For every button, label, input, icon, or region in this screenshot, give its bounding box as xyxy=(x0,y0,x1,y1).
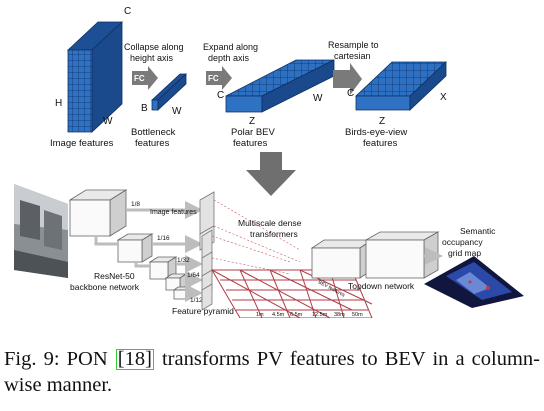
multiscale-label-2: transformers xyxy=(250,229,298,239)
polar-bev-label-2: features xyxy=(233,138,268,149)
citation-open: [ xyxy=(117,348,125,370)
depth-tick-50m: 50m xyxy=(352,312,363,318)
feature-pyramid-label: Feature pyramid xyxy=(172,306,234,316)
scale-1-8: 1/8 xyxy=(131,201,140,208)
figure-caption: Fig. 9: PON [18] transforms PV features … xyxy=(4,346,540,398)
step-resample-label-1: Resample to xyxy=(328,40,379,50)
step-expand-label-2: depth axis xyxy=(208,53,250,63)
axis-c-label: C xyxy=(124,6,131,17)
input-image-label: Input image xyxy=(38,286,69,318)
fc-arrow-1: FC xyxy=(132,66,158,90)
scale-1-64: 1/64 xyxy=(187,272,200,279)
depth-tick-6-5m: 6.5m xyxy=(290,312,303,318)
topdown-label: Topdown network xyxy=(348,281,415,291)
depth-tick-1m: 1m xyxy=(256,312,264,318)
axis-c2-label: C xyxy=(217,90,224,101)
citation-link[interactable]: [18] xyxy=(115,348,154,370)
topdown-blocks xyxy=(310,231,440,279)
axis-w3-label: W xyxy=(313,93,323,104)
axis-x-label: X xyxy=(440,92,447,103)
step-expand-label-1: Expand along xyxy=(203,42,258,52)
axis-z2-label: Z xyxy=(379,116,385,127)
citation-close: ] xyxy=(145,348,152,370)
scale-arrows xyxy=(94,201,203,302)
depth-tick-4-5m: 4.5m xyxy=(272,312,285,318)
transformer-panels xyxy=(199,191,215,311)
depth-ticks: 1m 4.5m 6.5m 12.5m 38m 50m xyxy=(256,312,363,318)
output-label-1: Semantic xyxy=(460,226,496,236)
axis-w-label: W xyxy=(103,116,113,127)
output-label-2: occupancy xyxy=(442,237,483,247)
step-collapse-label-2: height axis xyxy=(130,53,174,63)
backbone-label-1: ResNet-50 xyxy=(94,271,135,281)
input-image xyxy=(14,184,68,278)
image-features-label: Image features xyxy=(50,138,114,149)
pon-diagram: H W C Image features Collapse along heig… xyxy=(14,6,524,319)
backbone-blocks xyxy=(68,189,192,300)
fc-label-2: FC xyxy=(208,74,219,83)
step-resample-label-2: cartesian xyxy=(334,51,371,61)
caption-prefix: Fig. 9: PON xyxy=(4,348,115,370)
scale-1-16: 1/16 xyxy=(157,235,170,242)
bottleneck-tensor xyxy=(150,73,188,111)
depth-tick-12-5m: 12.5m xyxy=(312,312,328,318)
resample-arrow xyxy=(333,63,362,95)
axis-w2-label: W xyxy=(172,106,182,117)
caption-text: transforms PV features to BEV in a colum… xyxy=(4,348,540,396)
citation-number: 18 xyxy=(124,348,146,370)
transformer-rays xyxy=(211,199,301,275)
image-features-tensor xyxy=(66,21,124,133)
bev-features-label: BEV features xyxy=(317,279,346,298)
depth-tick-38m: 38m xyxy=(334,312,345,318)
polar-bev-tensor xyxy=(225,59,335,113)
multiscale-label-1: Multiscale dense xyxy=(238,218,302,228)
axis-h-label: H xyxy=(55,98,62,109)
axis-b-label: B xyxy=(141,103,148,114)
axis-c3-label: C xyxy=(347,88,354,99)
bev-label-2: features xyxy=(363,138,398,149)
fc-label-1: FC xyxy=(134,74,145,83)
scale-1-32: 1/32 xyxy=(177,257,190,264)
image-features-mini-label: Image features xyxy=(150,209,197,216)
figure: H W C Image features Collapse along heig… xyxy=(14,6,524,319)
axis-z-label: Z xyxy=(249,116,255,127)
step-collapse-label-1: Collapse along xyxy=(124,42,184,52)
backbone-label-2: backbone network xyxy=(70,282,140,292)
output-label-3: grid map xyxy=(448,248,481,258)
occupancy-map xyxy=(424,256,524,308)
down-arrow xyxy=(246,152,296,196)
scale-1-128: 1/128 xyxy=(190,297,207,304)
bev-label-1: Birds-eye-view xyxy=(345,127,407,138)
polar-bev-label-1: Polar BEV xyxy=(231,127,275,138)
bottleneck-label-1: Bottleneck xyxy=(131,127,176,138)
bottleneck-label-2: features xyxy=(135,138,170,149)
bev-tensor xyxy=(354,61,448,111)
fc-arrow-2: FC xyxy=(206,66,232,90)
